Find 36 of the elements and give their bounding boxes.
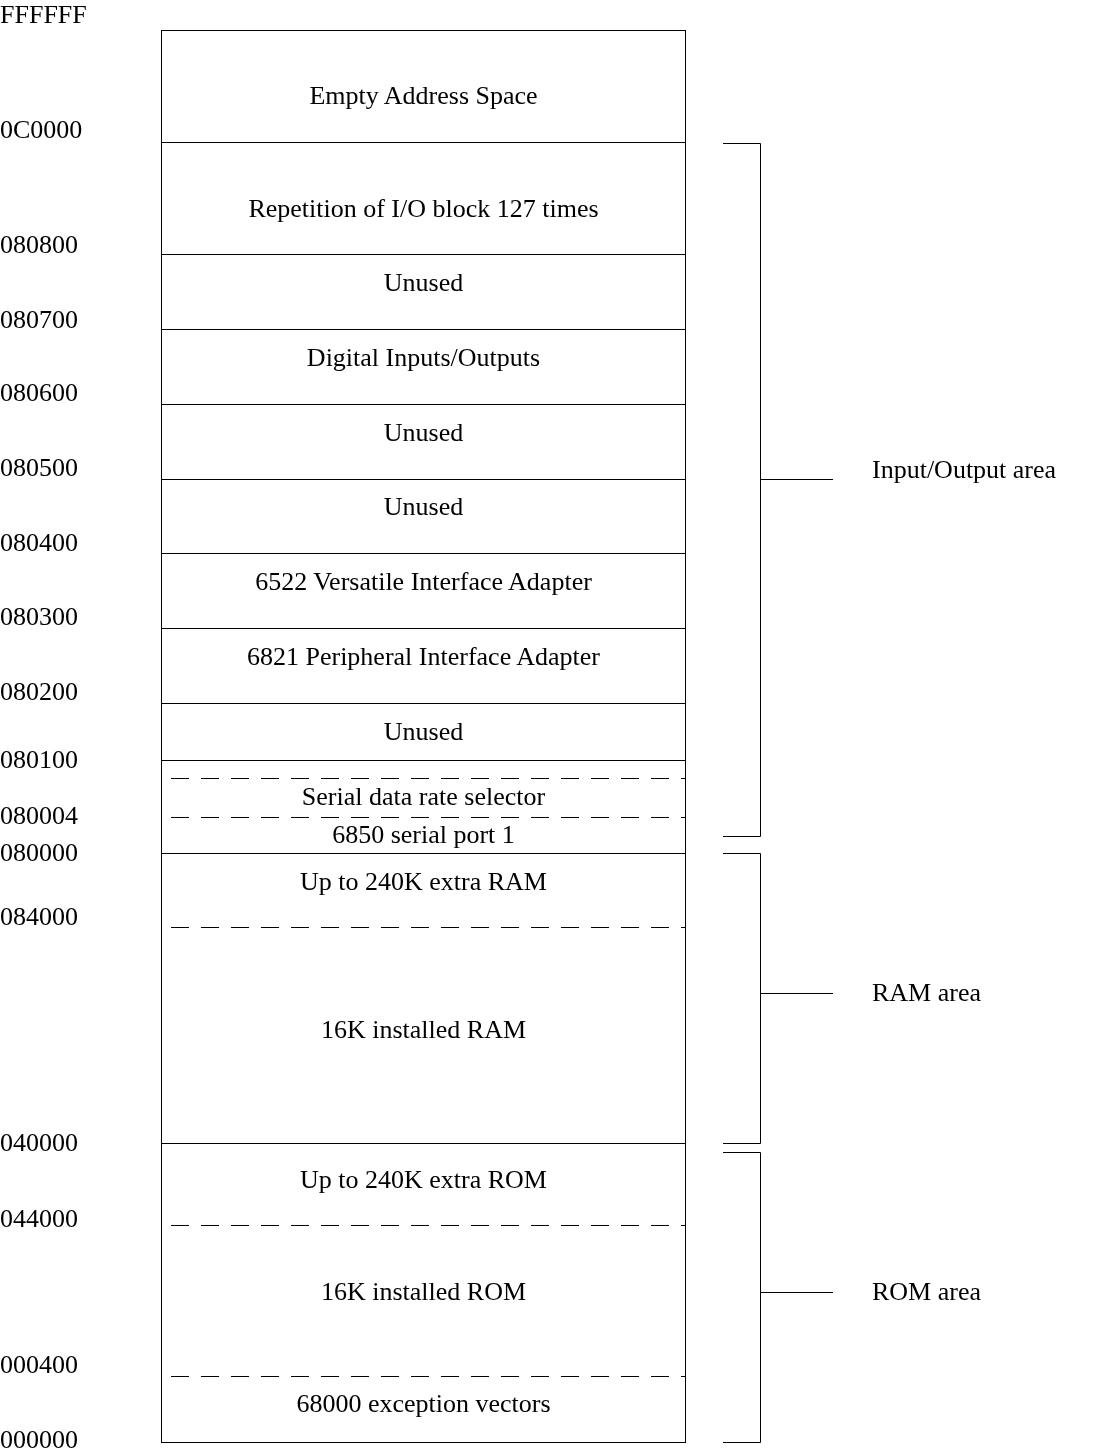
address-label: FFFFFF bbox=[0, 0, 87, 30]
address-label: 080200 bbox=[0, 677, 78, 707]
segment-label: Unused bbox=[382, 268, 465, 298]
address-label: 080800 bbox=[0, 230, 78, 260]
address-label: 040000 bbox=[0, 1128, 78, 1158]
address-label: 0C0000 bbox=[0, 115, 83, 145]
region-label: Input/Output area bbox=[872, 455, 1057, 485]
segment-label: 16K installed RAM bbox=[319, 1015, 528, 1045]
address-label: 044000 bbox=[0, 1204, 78, 1234]
address-label: 000000 bbox=[0, 1425, 78, 1452]
segment-label: Up to 240K extra RAM bbox=[299, 867, 548, 897]
address-label: 080500 bbox=[0, 453, 78, 483]
segment-label: Repetition of I/O block 127 times bbox=[247, 194, 600, 224]
address-label: 080300 bbox=[0, 602, 78, 632]
segment-label: Up to 240K extra ROM bbox=[299, 1165, 548, 1195]
segment-label: 6850 serial port 1 bbox=[331, 820, 516, 850]
segment-label: Unused bbox=[382, 492, 465, 522]
segment-label: Serial data rate selector bbox=[300, 782, 547, 812]
segment-label: Empty Address Space bbox=[308, 81, 539, 111]
address-label: 080004 bbox=[0, 801, 78, 831]
address-label: 080600 bbox=[0, 378, 78, 408]
address-label: 080700 bbox=[0, 305, 78, 335]
region-label: RAM area bbox=[872, 978, 981, 1008]
address-label: 084000 bbox=[0, 902, 78, 932]
address-label: 080000 bbox=[0, 838, 78, 868]
address-label: 080100 bbox=[0, 745, 78, 775]
address-label: 000400 bbox=[0, 1350, 78, 1380]
segment-label: 6522 Versatile Interface Adapter bbox=[254, 567, 593, 597]
segment-label: 16K installed ROM bbox=[319, 1277, 528, 1307]
segment-label: 6821 Peripheral Interface Adapter bbox=[246, 642, 601, 672]
address-label: 080400 bbox=[0, 528, 78, 558]
segment-label: Unused bbox=[382, 418, 465, 448]
segment-label: Unused bbox=[382, 717, 465, 747]
region-label: ROM area bbox=[872, 1277, 981, 1307]
segment-label: 68000 exception vectors bbox=[295, 1389, 552, 1419]
segment-label: Digital Inputs/Outputs bbox=[305, 343, 542, 373]
